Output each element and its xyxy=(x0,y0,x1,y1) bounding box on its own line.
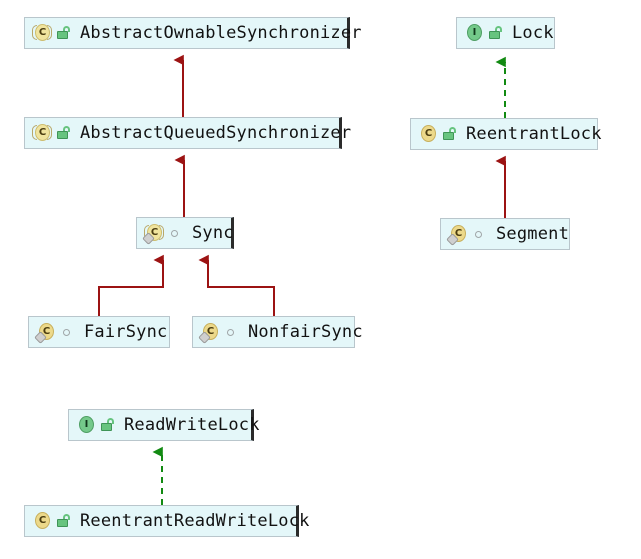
edge-nonfairsync-extends-sync xyxy=(198,254,275,316)
interface-icon: I xyxy=(464,23,484,43)
class-node-fair-sync[interactable]: C FairSync xyxy=(28,316,170,348)
class-node-nonfair-sync[interactable]: C NonfairSync xyxy=(192,316,363,348)
class-node-label: Lock xyxy=(512,22,554,43)
class-node-label: AbstractQueuedSynchronizer xyxy=(80,122,352,143)
class-node-read-write-lock[interactable]: I ReadWriteLock xyxy=(68,409,259,441)
class-node-reentrant-read-write-lock[interactable]: C ReentrantReadWriteLock xyxy=(24,505,309,537)
edge-fairsync-extends-sync xyxy=(98,254,164,316)
class-node-label: AbstractOwnableSynchronizer xyxy=(80,22,362,43)
class-node-reentrant-lock[interactable]: C ReentrantLock xyxy=(410,118,601,150)
package-private-icon xyxy=(224,323,239,341)
class-node-label: Segment xyxy=(496,223,570,244)
abstract-class-icon: C xyxy=(142,223,164,245)
class-node-sync[interactable]: C Sync xyxy=(136,217,234,249)
public-lock-icon xyxy=(488,24,503,42)
class-icon: C xyxy=(34,322,56,344)
abstract-class-icon: C xyxy=(32,123,52,143)
interface-icon: I xyxy=(76,415,96,435)
public-lock-icon xyxy=(56,512,71,530)
class-node-label: Sync xyxy=(192,222,234,243)
class-node-abstract-ownable-synchronizer[interactable]: C AbstractOwnableSynchronizer xyxy=(24,17,362,49)
package-private-icon xyxy=(60,323,75,341)
class-node-label: ReentrantReadWriteLock xyxy=(80,510,310,531)
abstract-class-icon: C xyxy=(32,23,52,43)
package-private-icon xyxy=(472,225,487,243)
class-node-label: NonfairSync xyxy=(248,321,363,342)
public-lock-icon xyxy=(56,124,71,142)
class-node-abstract-queued-synchronizer[interactable]: C AbstractQueuedSynchronizer xyxy=(24,117,351,149)
class-icon: C xyxy=(32,511,52,531)
public-lock-icon xyxy=(442,125,457,143)
public-lock-icon xyxy=(56,24,71,42)
class-node-segment[interactable]: C Segment xyxy=(440,218,570,250)
class-node-label: ReentrantLock xyxy=(466,123,602,144)
class-icon: C xyxy=(446,224,468,246)
class-node-label: FairSync xyxy=(84,321,168,342)
class-node-lock[interactable]: I Lock xyxy=(456,17,555,49)
class-node-label: ReadWriteLock xyxy=(124,414,260,435)
class-icon: C xyxy=(418,124,438,144)
class-icon: C xyxy=(198,322,220,344)
public-lock-icon xyxy=(100,416,115,434)
package-private-icon xyxy=(168,224,183,242)
